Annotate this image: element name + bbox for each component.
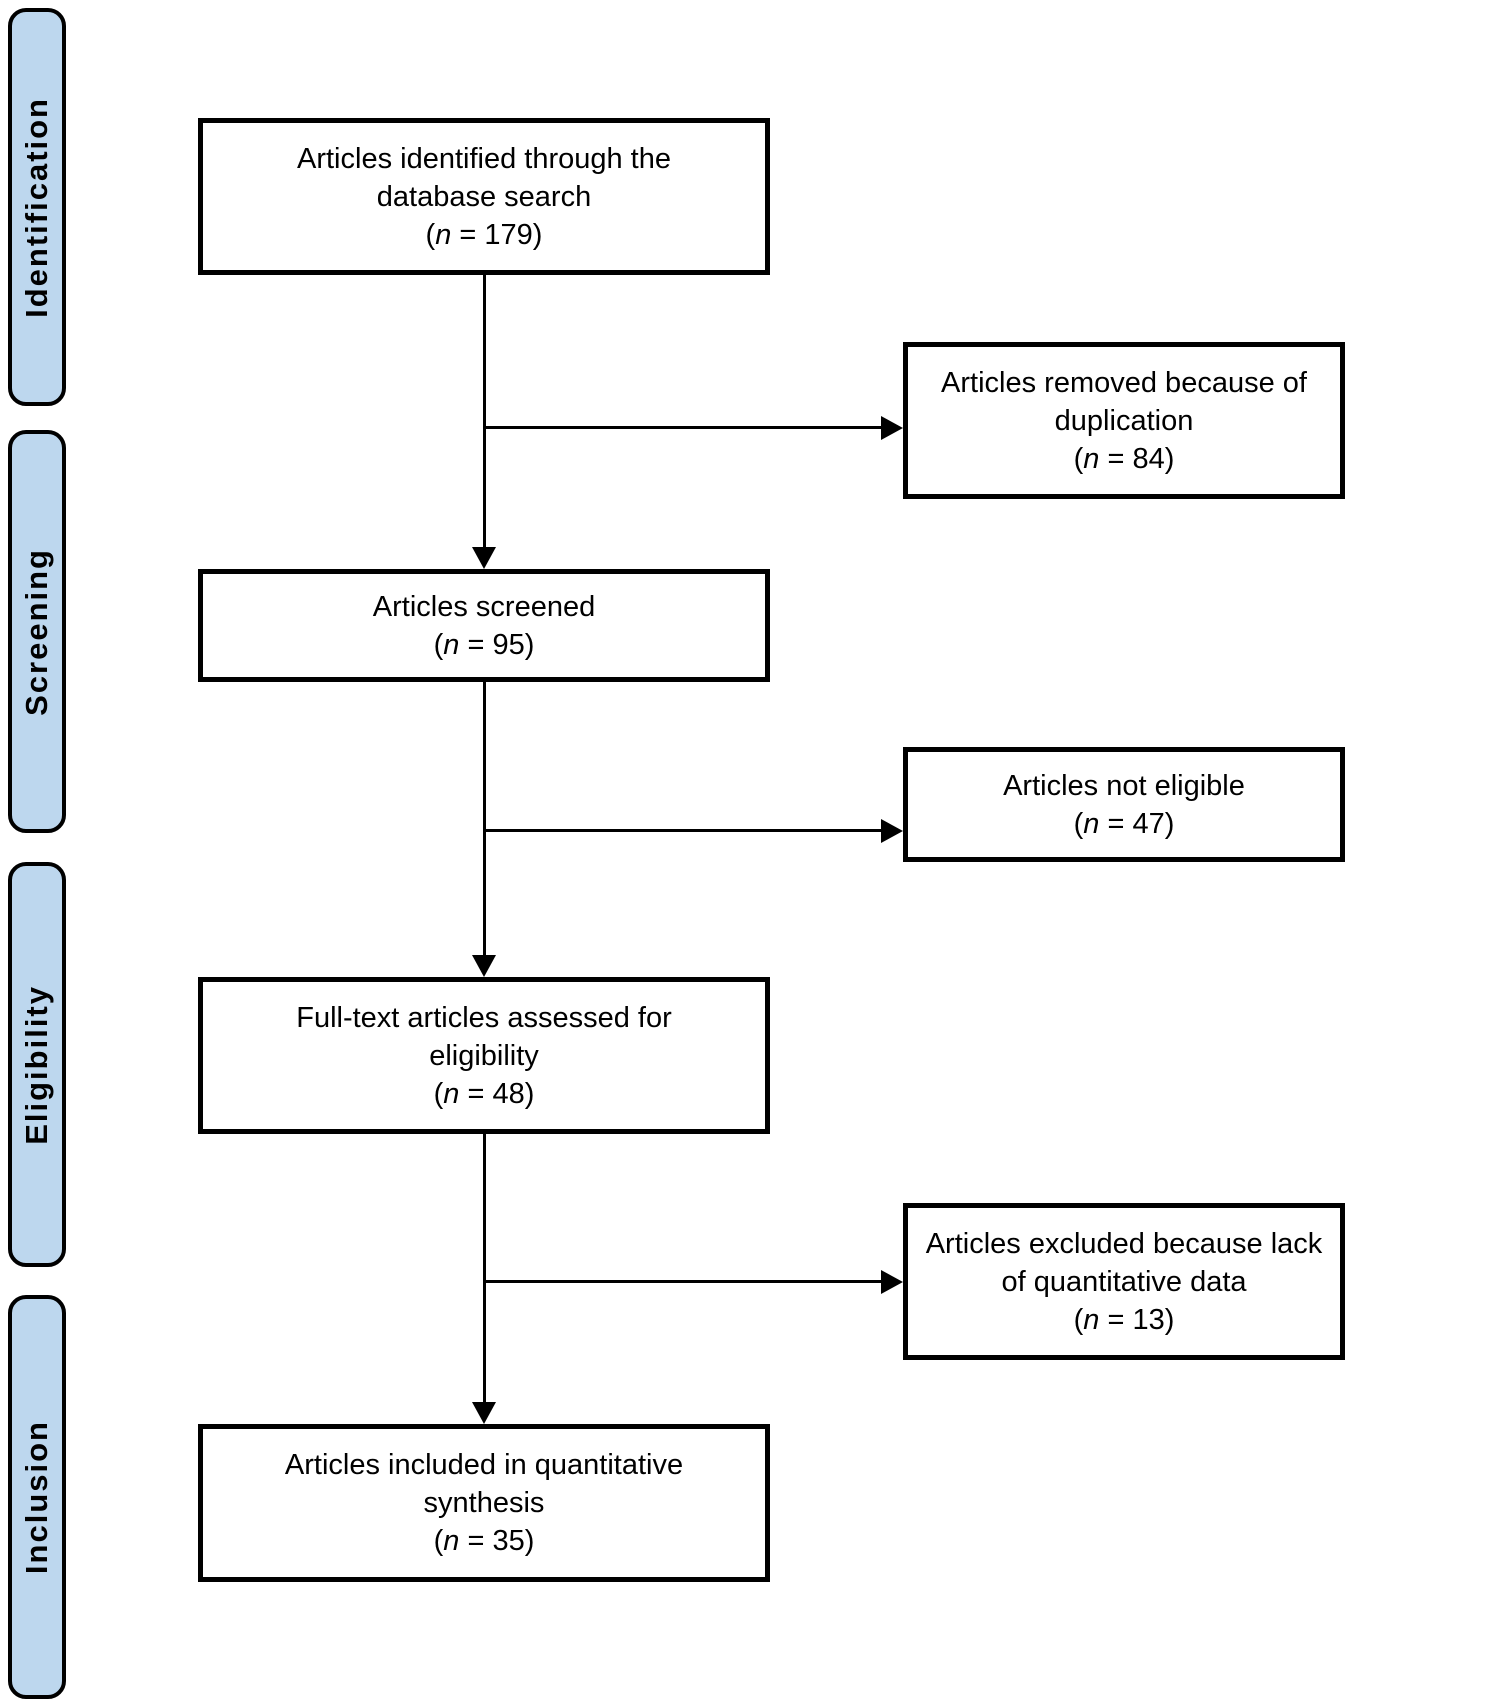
arrow-down-icon <box>472 1402 496 1424</box>
flow-box-screened-count: (n = 95) <box>433 628 535 661</box>
arrow-right-icon <box>881 819 903 843</box>
flow-box-screened: Articles screened (n = 95) <box>198 569 770 682</box>
connector-to-not-eligible <box>484 829 881 832</box>
connector-to-duplicates-removed <box>484 426 881 429</box>
arrow-down-icon <box>472 547 496 569</box>
connector-fulltext-to-included <box>483 1134 486 1404</box>
stage-bar-identification: Identification <box>8 8 66 406</box>
stage-bar-inclusion: Inclusion <box>8 1295 66 1699</box>
stage-bar-eligibility: Eligibility <box>8 862 66 1267</box>
arrow-right-icon <box>881 1270 903 1294</box>
flow-box-fulltext-assessed: Full-text articles assessed for eligibil… <box>198 977 770 1134</box>
flow-box-included-line1: Articles included in quantitative <box>284 1449 684 1481</box>
flow-box-excluded-count: (n = 13) <box>1073 1303 1175 1336</box>
flow-box-included-line2: synthesis <box>423 1487 545 1519</box>
connector-screened-to-fulltext <box>483 682 486 958</box>
flow-box-excluded-line1: Articles excluded because lack <box>925 1227 1323 1260</box>
stage-label-inclusion: Inclusion <box>19 1419 54 1575</box>
flow-box-duplication-line1: Articles removed because of <box>941 366 1307 399</box>
stage-label-identification: Identification <box>19 96 54 318</box>
flow-box-duplicates-removed: Articles removed because of duplication … <box>903 342 1345 499</box>
connector-identified-to-screened <box>483 275 486 552</box>
arrow-right-icon <box>881 416 903 440</box>
flow-box-included: Articles included in quantitative synthe… <box>198 1424 770 1582</box>
flow-box-included-count: (n = 35) <box>433 1525 535 1557</box>
flow-box-fulltext-line1: Full-text articles assessed for <box>296 1001 672 1034</box>
arrow-down-icon <box>472 955 496 977</box>
flow-box-excluded-quantitative: Articles excluded because lack of quanti… <box>903 1203 1345 1360</box>
flow-box-duplication-count: (n = 84) <box>1073 442 1175 475</box>
flow-box-duplication-line2: duplication <box>1054 404 1194 437</box>
stage-bar-screening: Screening <box>8 430 66 833</box>
flow-box-identified: Articles identified through the database… <box>198 118 770 275</box>
stage-label-screening: Screening <box>19 547 54 716</box>
flow-box-not-eligible: Articles not eligible (n = 47) <box>903 747 1345 862</box>
flow-box-excluded-line2: of quantitative data <box>1001 1265 1247 1298</box>
flow-box-not-eligible-line1: Articles not eligible <box>1003 769 1245 802</box>
flow-box-not-eligible-count: (n = 47) <box>1073 807 1175 840</box>
flow-box-identified-line2: database search <box>376 180 592 213</box>
stage-label-eligibility: Eligibility <box>19 984 54 1145</box>
flow-box-identified-line1: Articles identified through the <box>297 142 671 175</box>
flow-box-fulltext-line2: eligibility <box>429 1039 539 1072</box>
flow-box-fulltext-count: (n = 48) <box>433 1077 535 1110</box>
flow-box-screened-line1: Articles screened <box>372 590 596 623</box>
flow-box-identified-count: (n = 179) <box>425 218 543 251</box>
connector-to-excluded <box>484 1280 881 1283</box>
